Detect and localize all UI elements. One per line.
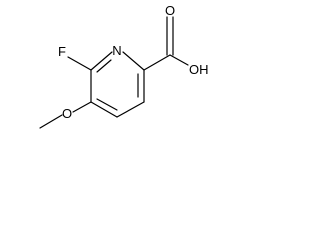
bond-carboxyl-c-oh (169, 54, 189, 66)
atom-label-methoxy-oxygen: O (62, 106, 72, 121)
atom-label-nitrogen: N (112, 43, 121, 58)
atom-label-hydroxyl: OH (189, 62, 209, 77)
bond-o-methyl (39, 114, 63, 129)
atom-label-carbonyl-oxygen: O (165, 3, 175, 18)
bond-c2-f (67, 56, 92, 71)
chemical-structure: N F O O OH (39, 3, 209, 129)
bond-c3-c4 (90, 101, 118, 118)
atom-label-fluorine: F (58, 44, 66, 59)
double-bond-c3-c4-inner (96, 98, 118, 111)
bond-c4-c5 (116, 101, 145, 118)
bond-c3-o (72, 101, 92, 113)
double-bond-n-c2-inner (96, 59, 112, 73)
bond-c6-n (122, 51, 145, 71)
bond-c6-carboxyl (143, 54, 171, 71)
bond-n-c2 (90, 51, 113, 71)
